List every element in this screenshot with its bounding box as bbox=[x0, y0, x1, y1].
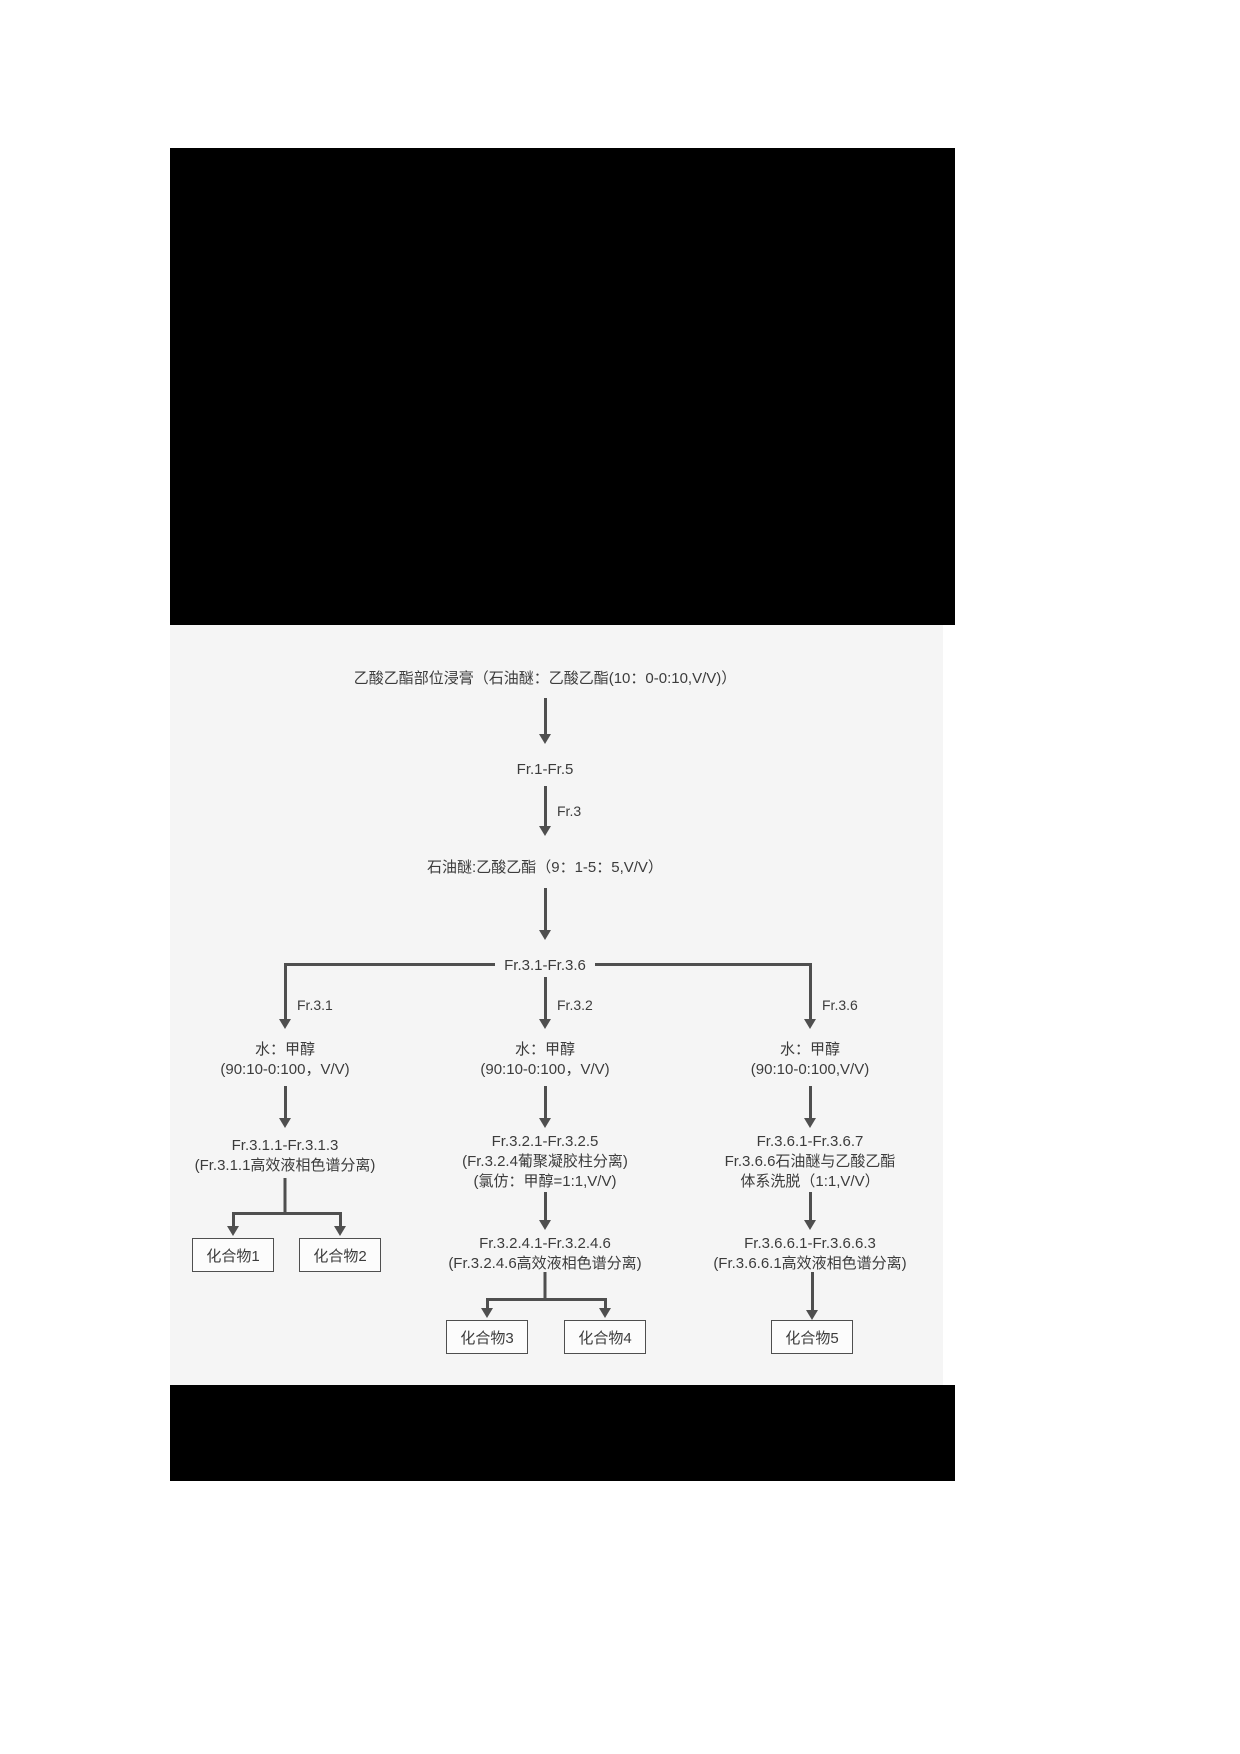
subfractions-right-line2: (Fr.3.6.6.1高效液相色谱分离) bbox=[713, 1255, 907, 1272]
fractions-left-line2: (Fr.3.1.1高效液相色谱分离) bbox=[194, 1157, 376, 1174]
fractions-node-right: Fr.3.6.1-Fr.3.6.7 Fr.3.6.6石油醚与乙酸乙酯 体系洗脱（… bbox=[725, 1132, 896, 1192]
solvent-center-line1: 水：甲醇 bbox=[514, 1041, 575, 1058]
compound-box-4: 化合物4 bbox=[564, 1320, 646, 1354]
subfractions-center-line1: Fr.3.2.4.1-Fr.3.2.4.6 bbox=[479, 1235, 611, 1252]
fractions-right-line1: Fr.3.6.1-Fr.3.6.7 bbox=[756, 1133, 864, 1150]
flowchart-area bbox=[170, 625, 943, 1385]
fractions-center-line2: (Fr.3.2.4葡聚凝胶柱分离) bbox=[462, 1153, 628, 1170]
branch-label-fr31: Fr.3.1 bbox=[297, 997, 333, 1013]
split-bar-left bbox=[233, 1212, 340, 1215]
compound-box-3: 化合物3 bbox=[446, 1320, 528, 1354]
solvent-left-line2: (90:10-0:100，V/V) bbox=[220, 1061, 350, 1078]
subfractions-center-line2: (Fr.3.2.4.6高效液相色谱分离) bbox=[448, 1255, 642, 1272]
solvent-node-right: 水：甲醇 (90:10-0:100,V/V) bbox=[751, 1040, 869, 1080]
split-stub-left bbox=[283, 1178, 287, 1212]
branch-label-fr36: Fr.3.6 bbox=[822, 997, 858, 1013]
solvent-system-label: 石油醚:乙酸乙酯（9：1-5：5,V/V） bbox=[427, 859, 663, 876]
fractions-left-line1: Fr.3.1.1-Fr.3.1.3 bbox=[231, 1137, 339, 1154]
fractions-right-line3: 体系洗脱（1:1,V/V） bbox=[740, 1173, 880, 1190]
subfractions-node-right: Fr.3.6.6.1-Fr.3.6.6.3 (Fr.3.6.6.1高效液相色谱分… bbox=[713, 1234, 906, 1274]
solvent-left-line1: 水：甲醇 bbox=[254, 1041, 315, 1058]
fractions-fr1-fr5-label: Fr.1-Fr.5 bbox=[516, 761, 574, 778]
fractions-node-left: Fr.3.1.1-Fr.3.1.3 (Fr.3.1.1高效液相色谱分离) bbox=[195, 1136, 376, 1176]
solvent-center-line2: (90:10-0:100，V/V) bbox=[480, 1061, 610, 1078]
solvent-right-line1: 水：甲醇 bbox=[779, 1041, 840, 1058]
compound-box-5: 化合物5 bbox=[771, 1320, 853, 1354]
fractions-node-center: Fr.3.2.1-Fr.3.2.5 (Fr.3.2.4葡聚凝胶柱分离) (氯仿：… bbox=[462, 1132, 628, 1192]
compound-box-2: 化合物2 bbox=[299, 1238, 381, 1272]
solvent-node-left: 水：甲醇 (90:10-0:100，V/V) bbox=[220, 1040, 349, 1080]
solvent-node-center: 水：甲醇 (90:10-0:100，V/V) bbox=[480, 1040, 609, 1080]
fractions-center-line1: Fr.3.2.1-Fr.3.2.5 bbox=[491, 1133, 599, 1150]
solvent-right-line2: (90:10-0:100,V/V) bbox=[750, 1061, 870, 1078]
fractions-right-line2: Fr.3.6.6石油醚与乙酸乙酯 bbox=[724, 1153, 896, 1170]
branch-connector-right bbox=[595, 963, 810, 966]
compound-box-1: 化合物1 bbox=[192, 1238, 274, 1272]
redacted-block-bottom bbox=[170, 1385, 955, 1481]
split-bar-center bbox=[487, 1298, 605, 1301]
fractions-center-line3: (氯仿：甲醇=1:1,V/V) bbox=[473, 1173, 617, 1190]
arrow-label-fr3: Fr.3 bbox=[557, 803, 582, 819]
fractions-fr31-fr36-label: Fr.3.1-Fr.3.6 bbox=[504, 957, 586, 974]
branch-connector-left bbox=[285, 963, 495, 966]
subfractions-right-line1: Fr.3.6.6.1-Fr.3.6.6.3 bbox=[744, 1235, 876, 1252]
branch-label-fr32: Fr.3.2 bbox=[557, 997, 593, 1013]
root-extract-label: 乙酸乙酯部位浸膏（石油醚：乙酸乙酯(10：0-0:10,V/V)） bbox=[353, 670, 737, 687]
subfractions-node-center: Fr.3.2.4.1-Fr.3.2.4.6 (Fr.3.2.4.6高效液相色谱分… bbox=[448, 1234, 641, 1274]
redacted-block-top bbox=[170, 148, 955, 625]
split-stub-center bbox=[543, 1272, 547, 1298]
